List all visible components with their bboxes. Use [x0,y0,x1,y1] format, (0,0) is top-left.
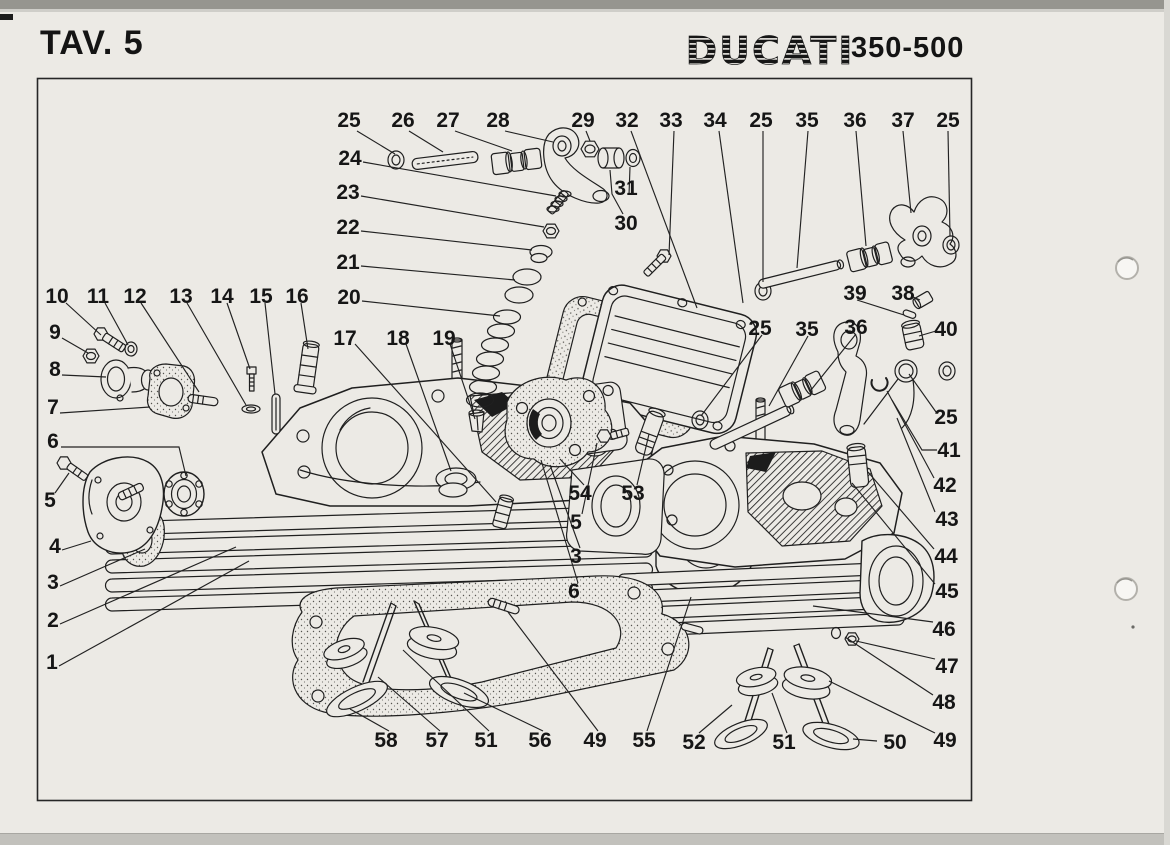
callout-41: 41 [937,439,961,462]
paper-edge-top-light [0,9,1170,12]
callout-3b: 3 [570,545,582,568]
callout-5: 5 [44,489,56,512]
callout-19: 19 [432,327,455,350]
callout-31: 31 [614,177,638,200]
callout-49: 49 [933,729,956,752]
punch-holes [1114,256,1139,629]
callout-17: 17 [333,327,356,350]
callout-36b: 36 [844,316,867,339]
callout-28: 28 [486,109,510,132]
callout-54: 54 [568,482,592,505]
callout-23: 23 [336,181,359,204]
callout-35: 35 [795,109,819,132]
callout-25: 25 [337,109,361,132]
callout-40: 40 [934,318,957,341]
callout-55: 55 [632,729,656,752]
callout-25e: 25 [934,406,958,429]
callout-52: 52 [682,731,705,754]
callout-18: 18 [386,327,410,350]
callout-26: 26 [391,109,414,132]
callout-27: 27 [436,109,459,132]
callout-21: 21 [336,251,360,274]
callout-3: 3 [47,571,59,594]
callout-51: 51 [474,729,498,752]
callout-8: 8 [49,358,61,381]
head-bolt-drawing [643,249,672,277]
callout-57: 57 [425,729,448,752]
callout-9: 9 [49,321,61,344]
callout-44: 44 [934,545,958,568]
callout-13: 13 [169,285,192,308]
lower-rocker-parts-drawing [691,321,956,488]
paper-edge-top [0,0,1170,9]
callout-1: 1 [46,651,58,674]
callout-5b: 5 [570,511,582,534]
callout-48: 48 [932,691,956,714]
callout-16: 16 [285,285,308,308]
callout-12: 12 [123,285,146,308]
callout-37: 37 [891,109,914,132]
callout-49b: 49 [583,729,606,752]
callout-32: 32 [615,109,638,132]
callout-36: 36 [843,109,866,132]
callout-22: 22 [336,216,359,239]
callout-30: 30 [614,212,637,235]
registration-mark [0,14,13,20]
callout-56: 56 [528,729,551,752]
callout-29: 29 [571,109,594,132]
callout-14: 14 [210,285,234,308]
paper-edge-right [1164,0,1170,845]
plate-number: TAV. 5 [40,24,144,62]
bearing-drawing [163,471,205,517]
callout-20: 20 [337,286,360,309]
intake-side-parts-drawing [82,327,320,435]
callout-39: 39 [843,282,866,305]
right-cylinder-head-drawing [565,397,935,638]
callout-50: 50 [883,731,906,754]
valves-right-drawing [680,622,860,751]
callout-42: 42 [933,474,956,497]
callout-7: 7 [47,396,59,419]
callout-15: 15 [249,285,273,308]
head-gasket-valves-left-drawing [291,575,690,718]
callout-6: 6 [47,430,59,453]
model-number: 350-500 [851,32,965,64]
callout-51b: 51 [772,731,796,754]
callout-10: 10 [45,285,68,308]
callout-33: 33 [659,109,682,132]
valve-spring-parts-drawing [435,190,572,530]
callout-34: 34 [703,109,727,132]
leader-lines [54,130,951,742]
bearing-flange-drawing [504,376,666,468]
upper-rocker-parts-drawing [754,196,960,351]
rocker-shaft-parts-drawing [387,127,641,204]
callout-11: 11 [87,285,110,308]
callout-24: 24 [338,147,362,170]
callout-25c: 25 [936,109,960,132]
callout-4: 4 [49,535,61,558]
callout-43: 43 [935,508,958,531]
callout-47: 47 [935,655,958,678]
brand-logo: DUCATI [686,29,855,73]
callout-53: 53 [621,482,644,505]
diagram-frame [36,77,973,802]
callout-25d: 25 [748,317,772,340]
end-cover-drawing [56,456,165,567]
paper-edge-bottom [0,833,1170,845]
callout-46: 46 [932,618,955,641]
callout-numbers: 25 26 27 28 29 32 33 34 25 35 36 37 25 2… [44,109,961,754]
callout-2: 2 [47,609,59,632]
callout-58: 58 [374,729,398,752]
callout-6b: 6 [568,580,580,603]
callout-35b: 35 [795,318,819,341]
callout-25b: 25 [749,109,773,132]
callout-45: 45 [935,580,959,603]
callout-38: 38 [891,282,915,305]
